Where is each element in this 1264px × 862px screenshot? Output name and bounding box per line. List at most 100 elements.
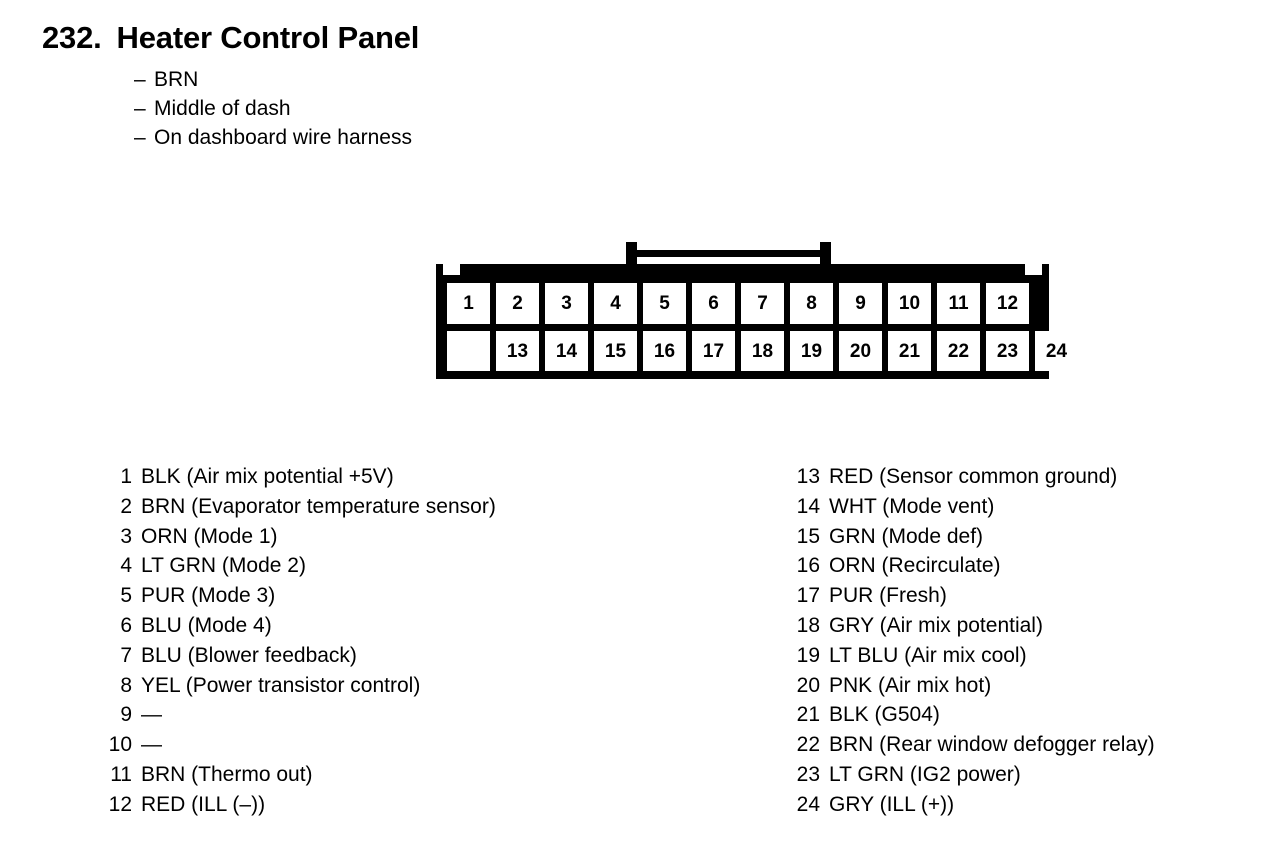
shell-notch-left xyxy=(443,264,460,275)
connector-detail-line: –BRN xyxy=(134,65,1142,94)
connector-detail-label: Middle of dash xyxy=(154,97,291,120)
pin-legend-row: 16 ORN (Recirculate) xyxy=(792,551,1155,581)
connector-pin-15: 15 xyxy=(594,331,637,371)
pin-legend-number: 23 xyxy=(796,762,820,786)
pin-legend-right: 13 RED (Sensor common ground) 14 WHT (Mode … xyxy=(792,462,1155,820)
pin-legend-number: 14 xyxy=(796,494,820,518)
connector-pin-10: 10 xyxy=(888,283,931,324)
pin-legend-row: 18 GRY (Air mix potential) xyxy=(792,611,1155,641)
connector-pin-8: 8 xyxy=(790,283,833,324)
pin-legend-number: 21 xyxy=(796,703,820,727)
pin-legend-description: GRY (Air mix potential) xyxy=(829,613,1043,637)
connector-detail-line: –On dashboard wire harness xyxy=(134,123,1142,152)
connector-detail-label: BRN xyxy=(154,68,199,91)
connector-pin-6: 6 xyxy=(692,283,735,324)
pin-legend-description: BRN (Evaporator temperature sensor) xyxy=(141,494,496,518)
dash-bullet-icon: – xyxy=(134,126,146,149)
pin-legend-description: — xyxy=(141,703,162,727)
latch-post-right xyxy=(820,242,831,274)
pin-legend-row: 2 BRN (Evaporator temperature sensor) xyxy=(104,492,496,522)
pin-legend-number: 22 xyxy=(796,733,820,757)
connector-pin-20: 20 xyxy=(839,331,882,371)
pin-legend-number: 9 xyxy=(120,703,132,727)
pin-legend-description: RED (ILL (–)) xyxy=(141,792,266,816)
shell-notch-right xyxy=(1025,264,1042,275)
connector-pin-16: 16 xyxy=(643,331,686,371)
dash-bullet-icon: – xyxy=(134,97,146,120)
pin-legend-description: PUR (Fresh) xyxy=(829,584,947,608)
pin-legend-number: 10 xyxy=(108,733,132,757)
pin-legend-description: — xyxy=(141,733,162,757)
pin-legend-description: YEL (Power transistor control) xyxy=(141,673,421,697)
dash-bullet-icon: – xyxy=(134,68,146,91)
latch-post-left xyxy=(626,242,637,274)
pin-legend-description: PNK (Air mix hot) xyxy=(829,673,992,697)
pin-legend-description: WHT (Mode vent) xyxy=(829,494,995,518)
pin-legend-row: 13 RED (Sensor common ground) xyxy=(792,462,1155,492)
pin-legend-number: 12 xyxy=(108,792,132,816)
pin-legend-row: 24 GRY (ILL (+)) xyxy=(792,790,1155,820)
pin-legend-number: 3 xyxy=(120,524,132,548)
pin-legend-description: BRN (Thermo out) xyxy=(141,762,313,786)
pin-legend-row: 14 WHT (Mode vent) xyxy=(792,492,1155,522)
connector-pin-17: 17 xyxy=(692,331,735,371)
connector-pin-19: 19 xyxy=(790,331,833,371)
page-header: 232. Heater Control Panel –BRN–Middle of… xyxy=(42,20,1142,152)
page-title: 232. Heater Control Panel xyxy=(42,20,1142,56)
connector-pin-21: 21 xyxy=(888,331,931,371)
pin-legend-number: 11 xyxy=(110,762,132,786)
pin-legend-number: 18 xyxy=(796,613,820,637)
pin-legend-number: 7 xyxy=(120,643,132,667)
connector-pin-9: 9 xyxy=(839,283,882,324)
pin-legend-row: 1 BLK (Air mix potential +5V) xyxy=(104,462,496,492)
connector-detail-label: On dashboard wire harness xyxy=(154,126,412,149)
pin-legend-description: ORN (Recirculate) xyxy=(829,554,1001,578)
connector-details-list: –BRN–Middle of dash–On dashboard wire ha… xyxy=(134,65,1142,152)
pin-legend-description: LT BLU (Air mix cool) xyxy=(829,643,1027,667)
pin-legend-row: 4 LT GRN (Mode 2) xyxy=(104,551,496,581)
pin-legend-number: 4 xyxy=(120,554,132,578)
pin-legend-number: 15 xyxy=(796,524,820,548)
pin-legend-number: 5 xyxy=(120,584,132,608)
pin-legend-row: 12 RED (ILL (–)) xyxy=(104,790,496,820)
pin-legend-description: BLK (Air mix potential +5V) xyxy=(141,465,394,488)
latch-bar xyxy=(637,250,820,257)
connector-pin-2: 2 xyxy=(496,283,539,324)
pin-legend-description: ORN (Mode 1) xyxy=(141,524,278,548)
pin-legend-description: RED (Sensor common ground) xyxy=(829,465,1118,488)
pin-legend-number: 13 xyxy=(796,465,820,488)
pin-legend-row: 9— xyxy=(104,700,496,730)
connector-pin-24: 24 xyxy=(1035,331,1078,371)
pin-legend-number: 16 xyxy=(796,554,820,578)
pin-legend-number: 24 xyxy=(796,792,820,816)
connector-pin-4: 4 xyxy=(594,283,637,324)
connector-pin-22: 22 xyxy=(937,331,980,371)
pin-legend-row: 19 LT BLU (Air mix cool) xyxy=(792,641,1155,671)
connector-pin-23: 23 xyxy=(986,331,1029,371)
connector-pin-11: 11 xyxy=(937,283,980,324)
pin-legend-description: GRY (ILL (+)) xyxy=(829,792,955,816)
pin-legend-row: 3 ORN (Mode 1) xyxy=(104,522,496,552)
pin-legend-number: 19 xyxy=(796,643,820,667)
pin-legend-left: 1 BLK (Air mix potential +5V) 2 BRN (Evapor… xyxy=(104,462,496,820)
entry-number: 232. xyxy=(42,20,102,55)
pin-legend-number: 1 xyxy=(120,465,132,488)
pin-legend-row: 11 BRN (Thermo out) xyxy=(104,760,496,790)
connector-pin-1: 1 xyxy=(447,283,490,324)
connector-detail-line: –Middle of dash xyxy=(134,94,1142,123)
pin-legend-number: 2 xyxy=(120,494,132,518)
pin-legend-description: LT GRN (Mode 2) xyxy=(141,554,306,578)
connector-pin-13: 13 xyxy=(496,331,539,371)
connector-pin-14: 14 xyxy=(545,331,588,371)
pin-legend-description: GRN (Mode def) xyxy=(829,524,984,548)
